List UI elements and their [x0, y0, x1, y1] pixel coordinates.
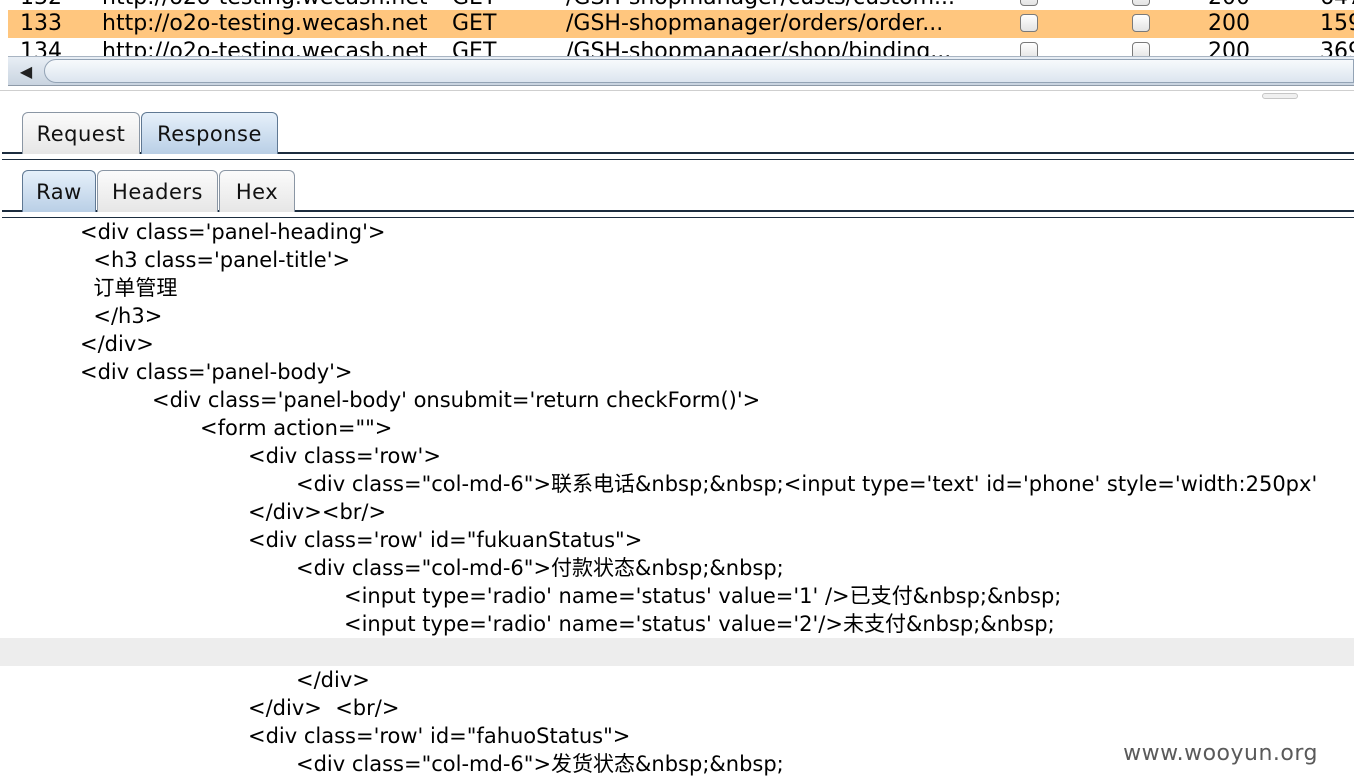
row-status: 200: [1208, 0, 1278, 12]
code-line: </div> <br/>: [248, 696, 400, 720]
tab-raw[interactable]: Raw: [22, 170, 96, 212]
scrollbar-thumb[interactable]: [44, 59, 1354, 83]
request-history-table: 132 http://o2o-testing.wecash.net GET /G…: [0, 0, 1354, 90]
tab-divider: [2, 152, 1354, 160]
code-line: <h3 class='panel-title'>: [80, 248, 351, 272]
code-line: <form action="">: [200, 416, 393, 440]
code-line: </div>: [80, 332, 154, 356]
edited-checkbox[interactable]: [1132, 14, 1150, 32]
code-line: <div class='panel-body'>: [80, 360, 353, 384]
tab-divider: [2, 210, 1354, 218]
row-number: 132: [20, 0, 100, 12]
row-url: /GSH-shopmanager/custs/custom...: [566, 0, 966, 12]
code-line: <input type='radio' name='status' value=…: [344, 612, 1055, 636]
row-url: /GSH-shopmanager/orders/order...: [566, 11, 944, 36]
response-body-editor[interactable]: <div class='panel-heading'> <h3 class='p…: [0, 218, 1354, 780]
row-length: 647: [1320, 0, 1354, 12]
code-line: <div class='row' id="fahuoStatus">: [248, 724, 631, 748]
code-line-current: [0, 638, 1354, 666]
tab-hex[interactable]: Hex: [219, 170, 295, 212]
code-line: <div class="col-md-6">付款状态&nbsp;&nbsp;: [296, 556, 784, 580]
row-host: http://o2o-testing.wecash.net: [102, 11, 428, 36]
tab-response[interactable]: Response: [141, 112, 278, 154]
code-line: </h3>: [80, 304, 163, 328]
splitter-grip-icon[interactable]: [1262, 93, 1298, 99]
row-method: GET: [452, 11, 497, 36]
code-line: <div class='row'>: [248, 444, 441, 468]
row-method: GET: [452, 0, 552, 12]
code-line: <div class='row' id="fukuanStatus">: [248, 528, 643, 552]
params-checkbox[interactable]: [1020, 14, 1038, 32]
code-line: <div class='panel-heading'>: [80, 220, 386, 244]
tab-headers[interactable]: Headers: [97, 170, 218, 212]
code-line: </div><br/>: [248, 500, 387, 524]
code-line: <input type='radio' name='status' value=…: [344, 584, 1062, 608]
pane-splitter[interactable]: [0, 90, 1354, 102]
table-row-selected[interactable]: 133 http://o2o-testing.wecash.net GET /G…: [8, 10, 1354, 38]
code-line: </div>: [296, 668, 370, 692]
row-status: 200: [1208, 11, 1250, 36]
params-checkbox[interactable]: [1020, 0, 1038, 6]
tab-request[interactable]: Request: [22, 112, 140, 154]
scroll-left-arrow-icon[interactable]: ◀: [19, 61, 33, 81]
code-line: <div class='panel-body' onsubmit='return…: [152, 388, 761, 412]
edited-checkbox[interactable]: [1132, 0, 1150, 6]
code-line: 订单管理: [80, 276, 178, 300]
code-line: <div class="col-md-6">发货状态&nbsp;&nbsp;: [296, 752, 784, 776]
row-length: 159: [1320, 11, 1354, 36]
code-line: <div class="col-md-6">联系电话&nbsp;&nbsp;<i…: [296, 472, 1318, 496]
row-number: 133: [20, 11, 62, 36]
message-tabs: Request Response: [0, 102, 1354, 160]
row-host: http://o2o-testing.wecash.net: [102, 0, 447, 12]
view-tabs: Raw Headers Hex: [0, 160, 1354, 218]
table-row[interactable]: 132 http://o2o-testing.wecash.net GET /G…: [8, 0, 1354, 12]
watermark: www.wooyun.org: [1123, 741, 1318, 766]
horizontal-scrollbar[interactable]: ◀: [8, 56, 1354, 86]
